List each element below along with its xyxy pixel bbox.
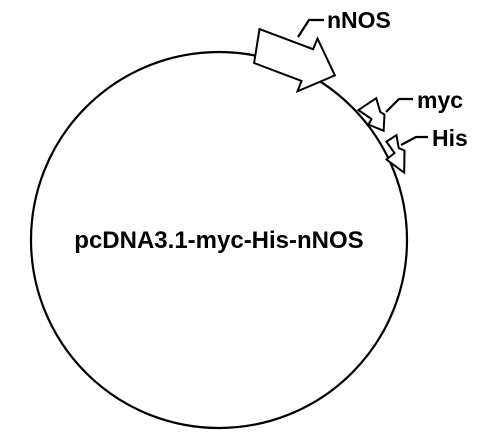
myc-feature-arrow bbox=[356, 96, 386, 133]
nnos-label: nNOS bbox=[327, 7, 391, 33]
plasmid-backbone bbox=[29, 50, 409, 430]
his-label: His bbox=[432, 125, 468, 151]
nnos-leader-line bbox=[297, 18, 324, 38]
myc-leader-line bbox=[385, 97, 413, 113]
nnos-feature-arrow bbox=[252, 27, 337, 94]
his-leader-line bbox=[400, 135, 428, 146]
plasmid-name: pcDNA3.1-myc-His-nNOS bbox=[74, 227, 363, 254]
myc-label: myc bbox=[417, 87, 463, 113]
his-feature-arrow bbox=[384, 133, 406, 175]
